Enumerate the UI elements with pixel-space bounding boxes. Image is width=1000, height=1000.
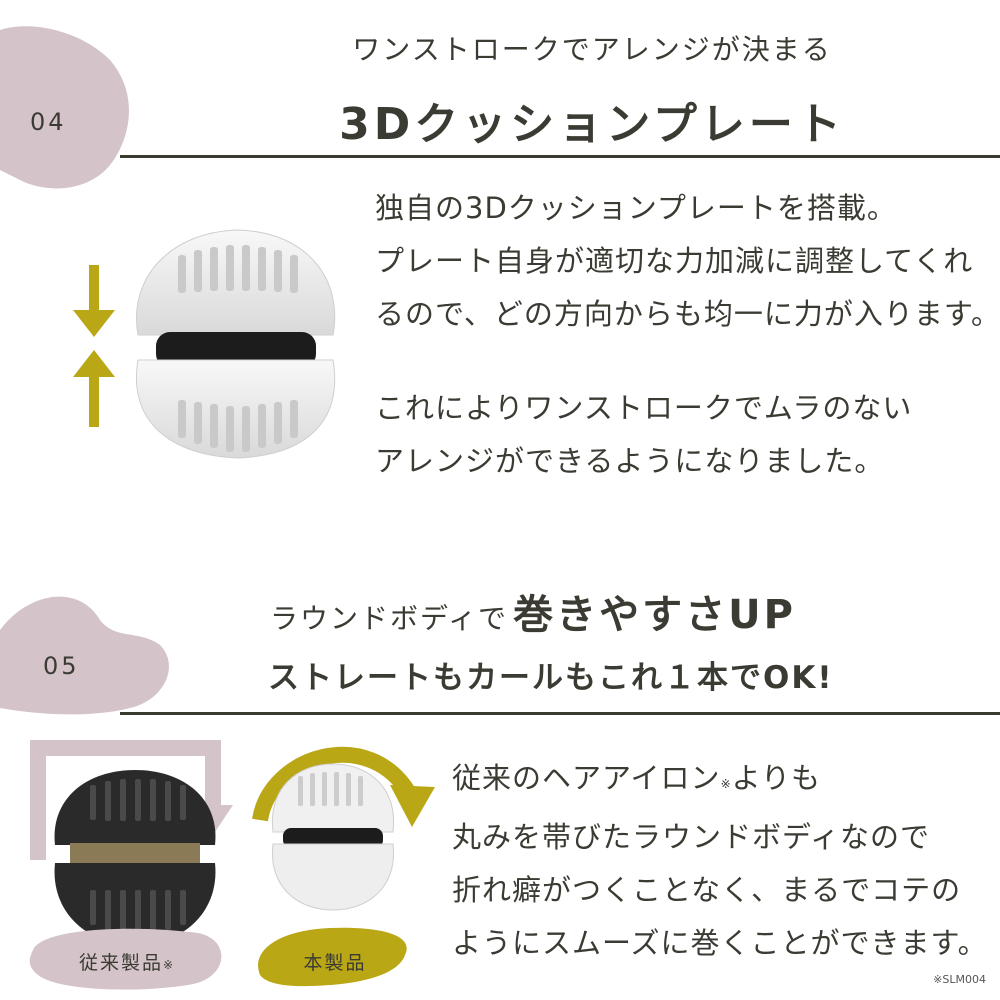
text-line: るので、どの方向からも均一に力が入ります。: [375, 297, 1000, 331]
section-04-blob: [0, 26, 129, 189]
old-product-label: 従来製品※: [52, 948, 202, 975]
section-04-description-2: これによりワンストロークでムラのない アレンジができるようになりました。: [375, 382, 912, 488]
heading-small: ラウンドボディで: [270, 602, 509, 635]
old-product-label-text: 従来製品: [78, 952, 163, 974]
text-line: ようにスムーズに巻くことができます。: [452, 926, 988, 960]
old-product-label-mark: ※: [162, 958, 176, 972]
press-arrows-icon: [73, 265, 115, 427]
text-line: 独自の3Dクッションプレートを搭載。: [375, 191, 897, 225]
round-body-product-image: [271, 763, 395, 911]
section-04-title: 3Dクッションプレート: [339, 99, 845, 150]
text-line: これによりワンストロークでムラのない: [375, 391, 913, 425]
footnote-mark: ※: [720, 777, 732, 791]
text-part: よりも: [731, 761, 822, 795]
section-05-subheading: ストレートもカールもこれ１本でOK!: [268, 660, 834, 696]
footnote: ※SLM004: [933, 973, 986, 986]
section-04-description-1: 独自の3Dクッションプレートを搭載。 プレート自身が適切な力加減に調整してくれ …: [375, 182, 1000, 341]
new-label-blob: [258, 927, 407, 987]
heading-big: 巻きやすさUP: [513, 592, 796, 638]
old-label-blob: [29, 928, 222, 990]
section-04-subtitle: ワンストロークでアレンジが決まる: [352, 33, 832, 66]
conventional-product-image: [54, 770, 216, 945]
text-part: 従来のヘアアイロン: [452, 761, 721, 795]
text-line: プレート自身が適切な力加減に調整してくれ: [375, 244, 974, 278]
section-05-blob: [0, 596, 169, 715]
new-product-label: 本製品: [303, 952, 367, 974]
section-05-number: 05: [43, 652, 80, 680]
section-05-description: 従来のヘアアイロン※よりも 丸みを帯びたラウンドボディなので 折れ癖がつくことな…: [452, 752, 988, 970]
text-line: アレンジができるようになりました。: [375, 444, 885, 478]
cushion-plate-image: [136, 229, 336, 459]
section-04-divider: [120, 155, 1000, 158]
curve-arrow-icon: [252, 747, 435, 827]
section-04-number: 04: [30, 108, 67, 136]
text-line: 折れ癖がつくことなく、まるでコテの: [452, 873, 962, 907]
text-line: 丸みを帯びたラウンドボディなので: [452, 820, 930, 854]
section-05-heading: ラウンドボディで 巻きやすさUP: [270, 582, 796, 640]
section-05-divider: [120, 712, 1000, 715]
text-line: 従来のヘアアイロン※よりも: [452, 752, 988, 811]
